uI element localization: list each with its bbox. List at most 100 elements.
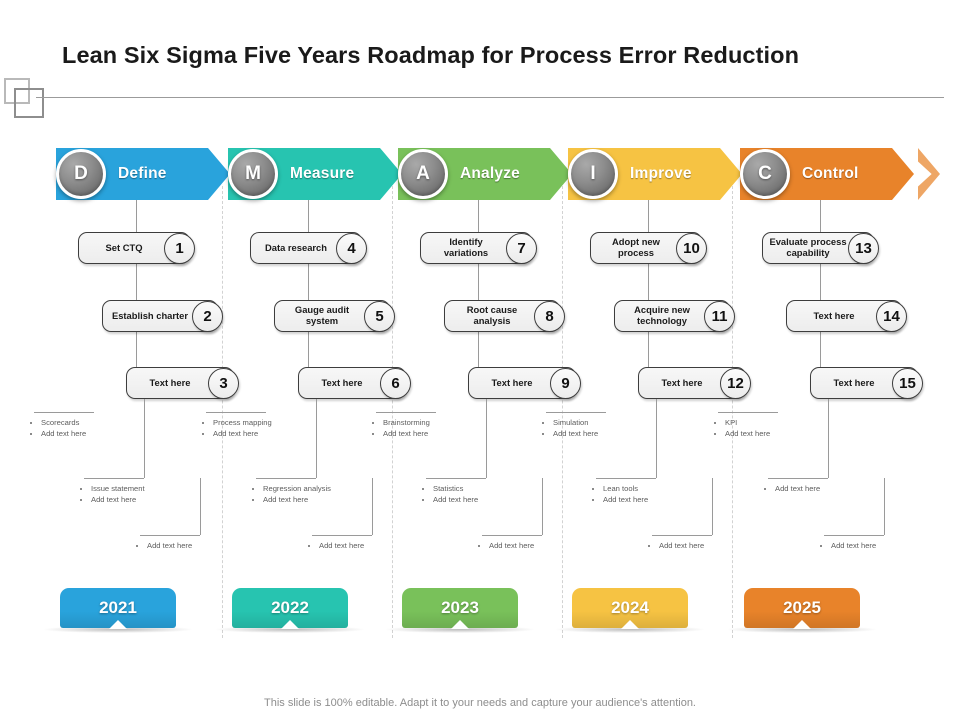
note-list: Add text here	[818, 541, 910, 552]
year-banner-2023[interactable]: 2023	[386, 588, 534, 636]
phase-letter-badge-i: I	[568, 149, 618, 199]
year-banner-2025[interactable]: 2025	[728, 588, 876, 636]
note-item: Add text here	[420, 495, 512, 506]
year-banner-shadow	[728, 626, 876, 633]
step-number-14: 14	[876, 301, 907, 332]
step-number-2: 2	[192, 301, 223, 332]
note-group-3-3: Add text here	[476, 541, 568, 552]
note-item: Add text here	[540, 429, 632, 440]
note-drop-4-2	[656, 399, 657, 478]
year-banner-notch-icon	[281, 620, 299, 629]
phase-letter-badge-m: M	[228, 149, 278, 199]
step-number-1: 1	[164, 233, 195, 264]
note-drop-5-3	[884, 478, 885, 535]
note-drop-3-2	[486, 399, 487, 478]
logo-square-back	[4, 78, 30, 104]
step-number-8: 8	[534, 301, 565, 332]
step-number-7: 7	[506, 233, 537, 264]
note-rule-1-1	[34, 412, 94, 413]
note-rule-2-2	[256, 478, 316, 479]
column-spine-2	[308, 200, 309, 383]
note-item: Add text here	[200, 429, 292, 440]
year-banner-notch-icon	[621, 620, 639, 629]
footer-note: This slide is 100% editable. Adapt it to…	[264, 697, 696, 709]
column-spine-5	[820, 200, 821, 383]
note-item: Add text here	[590, 495, 682, 506]
column-spine-3	[478, 200, 479, 383]
note-rule-3-3	[482, 535, 542, 536]
note-list: Add text here	[646, 541, 738, 552]
note-item: Lean tools	[590, 484, 682, 495]
note-item: Add text here	[28, 429, 120, 440]
step-number-15: 15	[892, 368, 923, 399]
step-number-11: 11	[704, 301, 735, 332]
note-item: Add text here	[476, 541, 568, 552]
step-number-4: 4	[336, 233, 367, 264]
note-rule-5-3	[824, 535, 884, 536]
note-item: Regression analysis	[250, 484, 342, 495]
note-item: Add text here	[250, 495, 342, 506]
note-group-5-2: Add text here	[762, 484, 854, 495]
year-banner-2021[interactable]: 2021	[44, 588, 192, 636]
logo-square-front	[14, 88, 44, 118]
phase-chevron-arrow-icon	[918, 148, 940, 200]
note-list: Add text here	[134, 541, 226, 552]
note-rule-5-2	[768, 478, 828, 479]
note-item: Add text here	[646, 541, 738, 552]
note-group-4-3: Add text here	[646, 541, 738, 552]
step-number-3: 3	[208, 368, 239, 399]
note-item: Add text here	[762, 484, 854, 495]
step-number-13: 13	[848, 233, 879, 264]
note-item: Add text here	[306, 541, 398, 552]
note-drop-1-3	[200, 478, 201, 535]
phase-improve[interactable]: Improve I	[568, 148, 768, 200]
note-rule-3-2	[426, 478, 486, 479]
phase-letter-badge-d: D	[56, 149, 106, 199]
note-item: Add text here	[712, 429, 804, 440]
note-drop-2-3	[372, 478, 373, 535]
note-rule-4-3	[652, 535, 712, 536]
note-group-5-3: Add text here	[818, 541, 910, 552]
phase-label: Measure	[290, 165, 355, 182]
note-rule-2-3	[312, 535, 372, 536]
note-list: Add text here	[476, 541, 568, 552]
note-drop-3-3	[542, 478, 543, 535]
note-rule-5-1	[718, 412, 778, 413]
phase-measure[interactable]: Measure M	[228, 148, 428, 200]
year-label: 2021	[60, 588, 176, 628]
year-banner-notch-icon	[451, 620, 469, 629]
step-number-5: 5	[364, 301, 395, 332]
logo-mark	[4, 78, 48, 122]
column-spine-4	[648, 200, 649, 383]
note-item: Brainstorming	[370, 418, 462, 429]
note-drop-4-3	[712, 478, 713, 535]
note-drop-5-2	[828, 399, 829, 478]
year-banner-notch-icon	[109, 620, 127, 629]
year-banner-shadow	[386, 626, 534, 633]
note-item: Add text here	[818, 541, 910, 552]
year-banner-2024[interactable]: 2024	[556, 588, 704, 636]
year-banner-shadow	[44, 626, 192, 633]
note-item: Issue statement	[78, 484, 170, 495]
year-banner-2022[interactable]: 2022	[216, 588, 364, 636]
note-rule-3-1	[376, 412, 436, 413]
phase-label: Improve	[630, 165, 692, 182]
note-item: Add text here	[134, 541, 226, 552]
